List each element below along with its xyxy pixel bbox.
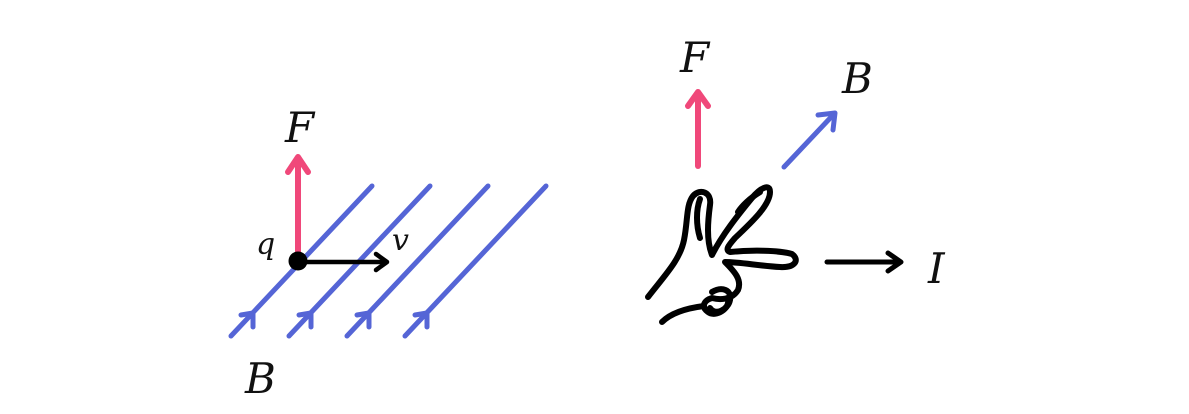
field-arrowhead [412,310,430,330]
force-label: F [284,103,316,152]
field-arrowhead [296,310,314,330]
current-arrow [824,250,904,274]
left-diagram: F q v B [228,103,549,403]
field-line [402,183,549,339]
velocity-label: v [392,223,409,258]
field-arrowhead [238,310,256,330]
charge-dot [288,251,308,271]
force-arrow [285,154,311,261]
hand-icon [645,184,799,325]
field-arrowhead [354,310,372,330]
charge-label: q [256,227,275,262]
force-arrow-right [685,89,711,169]
field-arrow-right [781,110,838,170]
force-label-right: F [679,33,711,82]
field-label: B [244,354,276,403]
field-line [344,183,491,339]
velocity-arrow [295,251,390,273]
field-label-right: B [841,54,873,103]
right-diagram: F B I [645,33,946,325]
current-label: I [927,244,946,293]
